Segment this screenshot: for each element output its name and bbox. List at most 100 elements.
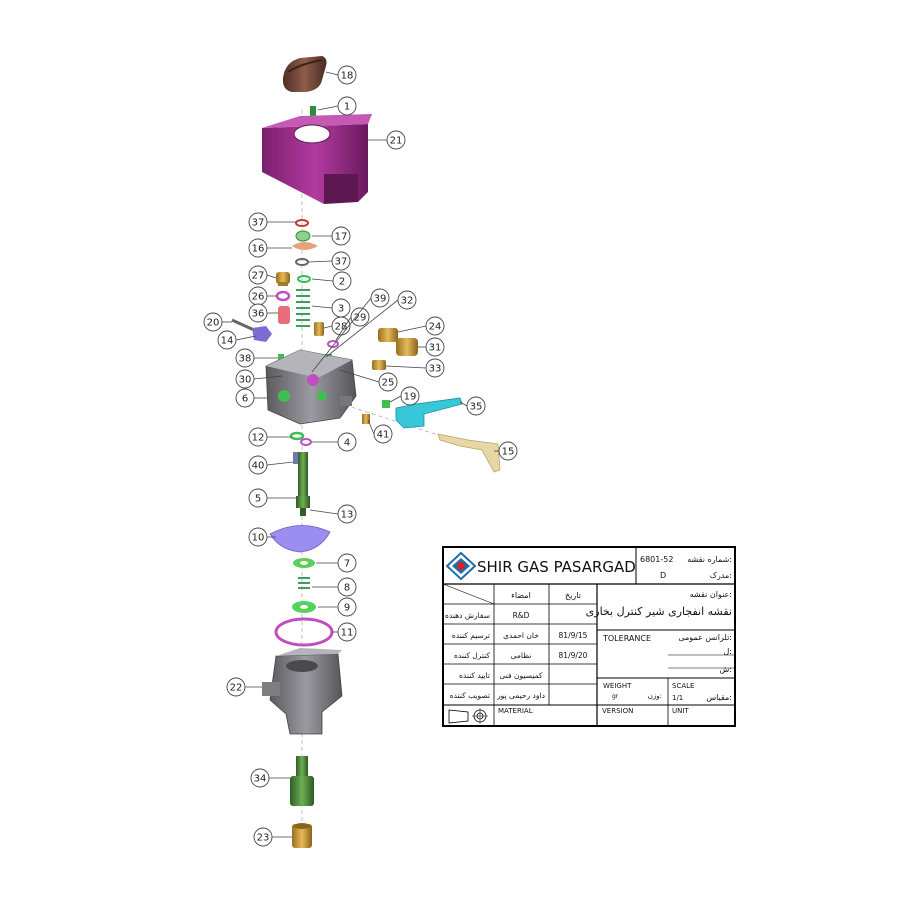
scale-label: SCALE [672,682,694,690]
callout-circle [337,65,357,85]
approval-signature: R&D [513,611,530,620]
callout-circle [425,316,445,336]
brass-screw-part [276,272,290,286]
snap-ring-part [295,219,309,227]
scale-value: 1/1 [672,694,683,702]
approval-role: تایید کننده [459,671,490,680]
callout-number: 21 [390,136,403,147]
callout-circle [498,441,518,461]
approval-date: 81/9/20 [559,651,588,660]
leader-line [335,316,352,341]
callout-number: 25 [382,378,395,389]
callout-number: 20 [207,318,220,329]
spring-8 [298,577,310,589]
signature-column-header: امضاء [511,591,531,600]
callout-circle [248,527,268,547]
callout-number: 9 [344,603,350,614]
leader-line [266,461,294,466]
callout-circle [217,330,237,350]
leader-line [323,325,333,329]
bimetal-strip-part [437,433,501,473]
lower-housing-part [262,648,343,735]
callout-circle [248,303,268,323]
callout-circle [332,271,352,291]
callout-circle [235,388,255,408]
leader-line [266,274,277,279]
cyan-lever-part [395,397,463,429]
approval-role: ترسیم کننده [452,631,490,640]
leader-line [325,71,339,76]
tolerance-fa-label: تلرانس عمومی: [678,633,732,642]
o-ring-part-2 [275,290,291,302]
approval-signature: نظامی [511,651,532,660]
callout-circle [425,358,445,378]
callout-circle [373,424,393,444]
callout-number: 31 [429,343,442,354]
projection-symbol-icon [448,708,488,724]
approval-date: 81/9/15 [559,631,588,640]
callout-number: 30 [239,375,252,386]
company-logo-icon [445,551,477,581]
drawing-title-label: عنوان نقشه: [690,590,732,599]
callout-number: 24 [429,322,442,333]
callout-circle [350,307,370,327]
purple-injector-part [252,326,272,342]
screw-40 [293,452,298,464]
company-name: SHIR GAS PASARGAD [477,558,636,576]
approval-signature: کمیسیون فنی [500,671,543,680]
leader-line [367,419,375,435]
date-column-header: تاریخ [565,591,581,600]
callout-number: 15 [502,447,515,458]
callout-number: 12 [252,433,265,444]
approval-role: تصویب کننده [450,691,490,700]
callout-circle [203,312,223,332]
callout-circle [248,488,268,508]
callout-number: 11 [341,628,354,639]
callout-number: 35 [470,402,483,413]
callout-number: 7 [344,559,350,570]
callout-number: 1 [344,102,350,113]
needle-part [231,318,255,332]
weight-unit: gr [612,693,619,700]
unit-label: UNIT [672,707,689,715]
material-label: MATERIAL [498,707,533,715]
leader-line [307,260,333,263]
o-ring-part-3 [327,340,339,348]
callout-circle [378,372,398,392]
leader-line [309,509,339,515]
callout-number: 38 [239,354,252,365]
callout-number: 4 [344,438,350,449]
o-ring-12 [289,431,305,441]
gasket-9-hole [300,605,308,609]
leader-line [311,305,333,309]
gasket-7-hole [300,561,308,565]
callout-circle [337,597,357,617]
callout-number: 5 [255,494,261,505]
leader-line [325,299,399,358]
callout-circle [248,238,268,258]
brass-nozzle-part [314,322,324,336]
o-ring-part [297,275,311,283]
callout-number: 16 [252,244,265,255]
callout-number: 28 [335,322,348,333]
callout-circle [248,455,268,475]
leader-line [317,105,339,111]
knob-part [282,56,327,92]
callout-balloons: 1234567891011121314151617181920212223242… [203,65,518,847]
drawing-number-label: شماره نقشه: [687,555,732,564]
callout-circle [425,337,445,357]
green-fitting-34 [290,756,314,806]
weight-fa-label: وزن: [648,692,662,700]
seal-cylinder-part [278,306,290,324]
brass-screw-41 [362,414,370,424]
callout-number: 23 [257,833,270,844]
washer-part [295,230,311,242]
callout-number: 17 [335,232,348,243]
spring-part [296,289,310,327]
brass-nut-23 [292,823,312,848]
leader-line [389,395,402,403]
callout-circle [331,251,351,271]
callout-circle [248,265,268,285]
leader-line [397,325,427,333]
